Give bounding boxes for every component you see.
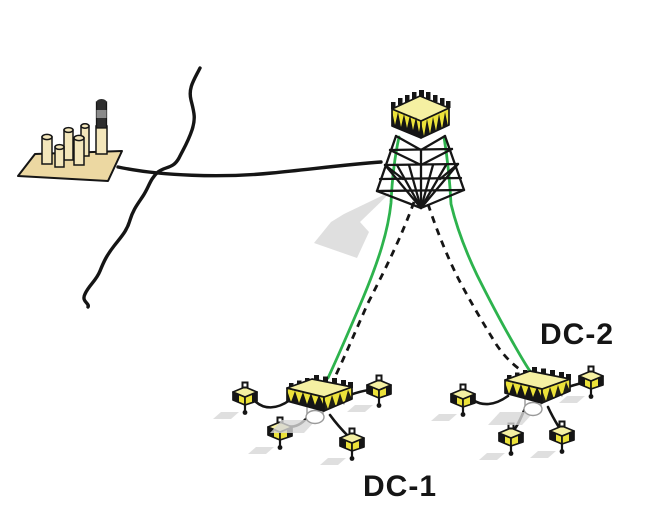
coastline [82, 66, 202, 309]
green-flowline-to-dc1 [326, 135, 401, 380]
dashed-line-to-dc2 [426, 203, 523, 373]
dc2-satellite-well [528, 419, 576, 460]
plant-tanks [41, 123, 90, 168]
dc1-label: DC-1 [363, 470, 437, 503]
drill-center-dc2 [429, 364, 605, 462]
dc2-satellite-well [429, 382, 477, 423]
platform-tower [375, 90, 466, 210]
dashed-line-to-dc1 [332, 201, 416, 380]
plant-flare-stack [95, 99, 108, 155]
dc2-manifold [487, 366, 572, 426]
topsides-chevron-pattern [421, 110, 449, 138]
tower-lattice [375, 134, 466, 210]
dc2-label: DC-2 [540, 318, 614, 351]
dc1-satellite-well [211, 380, 259, 421]
tower-shadow-arrow [314, 191, 392, 258]
drill-center-dc1 [211, 373, 393, 467]
dc1-satellite-well [318, 426, 366, 467]
topsides-chevron-pattern [392, 111, 421, 138]
green-flowline-to-dc2 [442, 135, 532, 373]
pipeline-to-shore [116, 160, 383, 178]
tower-topsides [391, 90, 451, 139]
onshore-plant [17, 99, 123, 182]
topsides-knobs [391, 90, 451, 109]
topsides-top-face [391, 95, 450, 122]
